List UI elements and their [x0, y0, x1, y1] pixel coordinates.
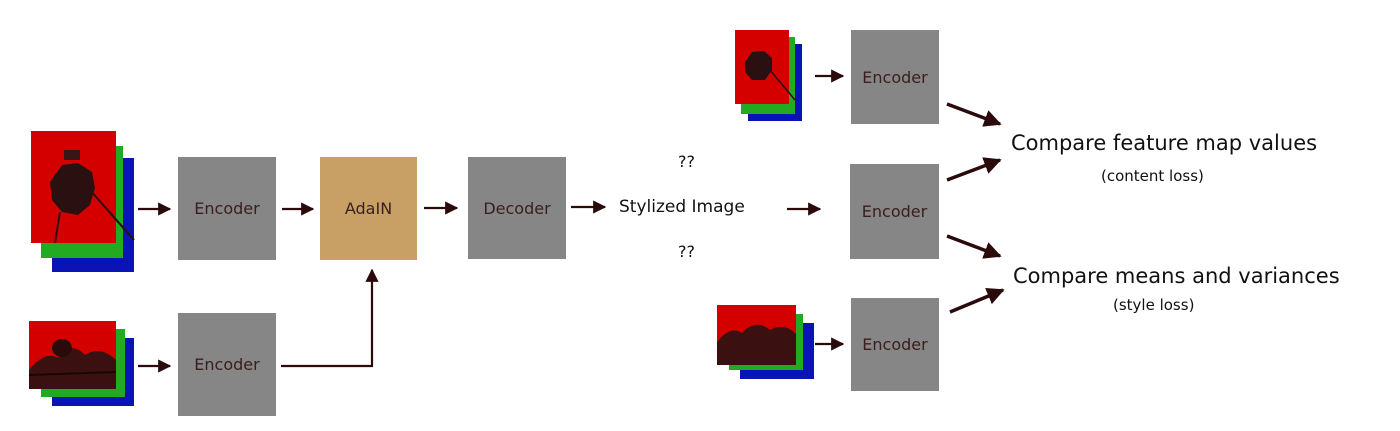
decoder-box: Decoder [468, 157, 566, 259]
encoder-style-label: Encoder [194, 355, 260, 374]
arrow-encoder-stylized-to-compare-content [946, 157, 1002, 182]
loss-encoder-style-box: Encoder [851, 298, 939, 391]
cat-silhouette-icon [50, 150, 135, 244]
landscape-silhouette-small-icon [717, 324, 796, 365]
stylized-image-label: Stylized Image [619, 197, 745, 217]
content-image-stack [31, 131, 135, 272]
cat-silhouette-small-icon [745, 51, 772, 80]
unknown-bottom-label: ?? [678, 242, 695, 261]
encoder-content-label: Encoder [194, 199, 260, 218]
style-loss-label: (style loss) [1113, 296, 1195, 314]
content-compare-label: Compare feature map values [1011, 131, 1318, 155]
style-compare-label: Compare means and variances [1013, 264, 1340, 288]
style-image-stack [28, 321, 134, 406]
encoder-content-box: Encoder [178, 157, 276, 260]
arrow-style-encoder-to-adain [281, 268, 379, 368]
content-image-stack-small [735, 30, 802, 121]
landscape-silhouette-icon [28, 339, 117, 389]
adain-label: AdaIN [344, 199, 393, 218]
loss-encoder-stylized-box: Encoder [850, 164, 939, 259]
adain-box: AdaIN [320, 157, 417, 260]
loss-encoder-content-label: Encoder [862, 67, 928, 87]
arrow-encoder-content-to-compare [946, 102, 1002, 127]
decoder-label: Decoder [483, 198, 551, 218]
arrow-encoder-style-to-compare-style [949, 287, 1005, 314]
content-loss-label: (content loss) [1101, 167, 1204, 185]
arrow-encoder-stylized-to-compare-style [946, 234, 1002, 259]
encoder-style-box: Encoder [178, 313, 276, 416]
loss-encoder-style-label: Encoder [862, 335, 928, 354]
unknown-top-label: ?? [678, 152, 695, 171]
loss-encoder-content-box: Encoder [851, 30, 939, 124]
style-image-stack-small [717, 305, 814, 379]
loss-encoder-stylized-label: Encoder [861, 202, 928, 221]
